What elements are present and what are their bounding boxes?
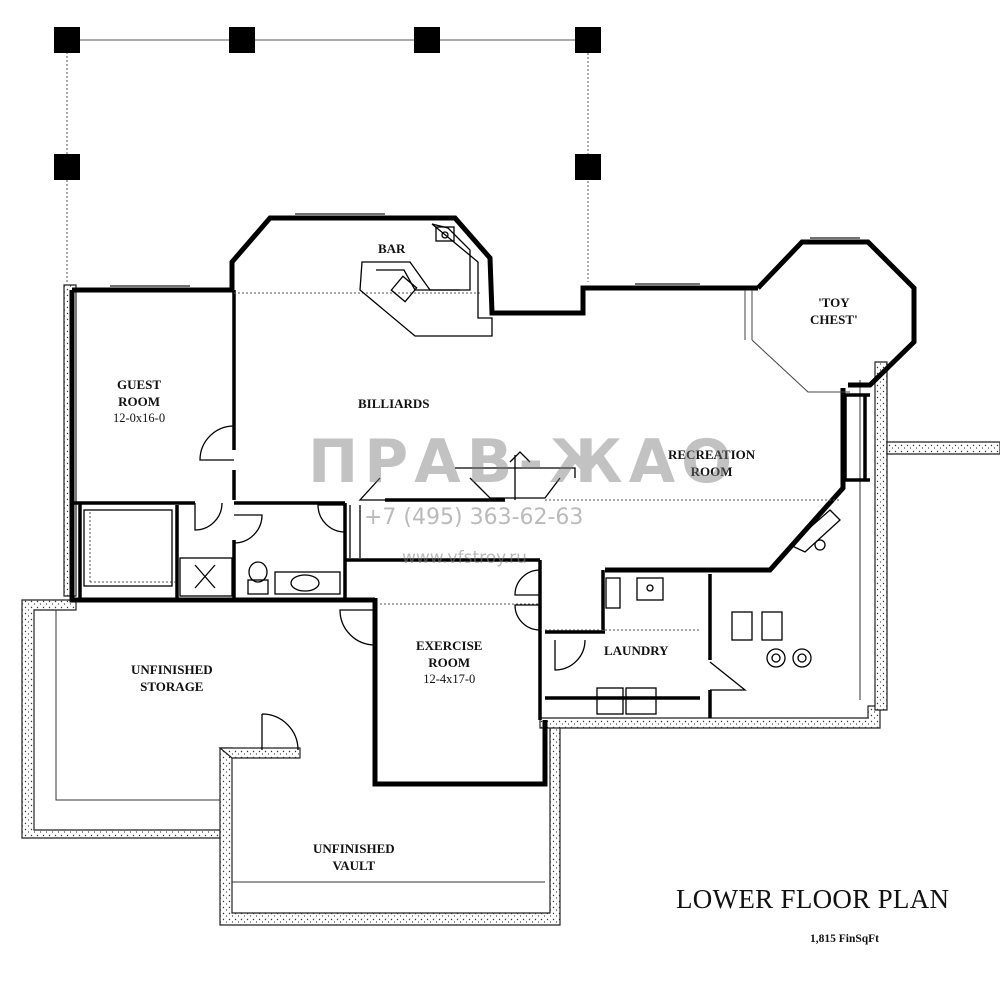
storage-line-1: UNFINISHED [131, 662, 213, 677]
vault-line-2: VAULT [332, 858, 376, 873]
room-label-toy-chest: 'TOY CHEST' [810, 294, 858, 328]
watermark-brand: ПРАВ-ЖАО [308, 427, 739, 497]
guest-room-line-2: ROOM [118, 394, 160, 409]
interior-walls [74, 290, 870, 720]
plan-title: LOWER FLOOR PLAN [676, 884, 950, 914]
vault-line-1: UNFINISHED [313, 841, 395, 856]
watermark-phone: +7 (495) 363-62-63 [364, 505, 584, 530]
room-label-guest-room: GUEST ROOM 12-0x16-0 [113, 376, 165, 427]
plan-area: 1,815 FinSqFt [810, 933, 880, 945]
exercise-line-2: ROOM [428, 655, 471, 670]
room-label-laundry: LAUNDRY [604, 643, 669, 658]
recreation-line-2: ROOM [690, 464, 733, 479]
laundry-fixtures [596, 509, 841, 715]
room-label-unfinished-storage: UNFINISHED STORAGE [131, 661, 213, 695]
exercise-dimensions: 12-4x17-0 [423, 672, 476, 686]
doors [194, 425, 747, 751]
guest-room-dimensions: 12-0x16-0 [113, 411, 166, 425]
bar-counter [359, 223, 493, 337]
room-label-recreation: RECREATION ROOM [668, 446, 755, 480]
watermark-url: www.vfstroy.ru [402, 548, 527, 568]
stair [349, 451, 576, 558]
toy-chest-line-2: CHEST' [810, 312, 858, 327]
patio-outline [66, 39, 589, 282]
guest-room-line-1: GUEST [117, 377, 162, 392]
storage-line-2: STORAGE [140, 679, 204, 694]
room-label-exercise: EXERCISE ROOM 12-4x17-0 [416, 637, 482, 688]
bath-fixtures [83, 509, 341, 597]
recreation-line-1: RECREATION [668, 447, 756, 462]
exercise-line-1: EXERCISE [416, 638, 483, 653]
room-label-unfinished-vault: UNFINISHED VAULT [313, 840, 395, 874]
foundation-walls [21, 284, 1000, 926]
room-label-bar: BAR [378, 241, 406, 256]
exterior-walls [69, 215, 917, 787]
deck-columns [54, 27, 601, 180]
room-label-billiards: BILLIARDS [358, 396, 430, 411]
toy-chest-line-1: 'TOY [818, 295, 850, 310]
